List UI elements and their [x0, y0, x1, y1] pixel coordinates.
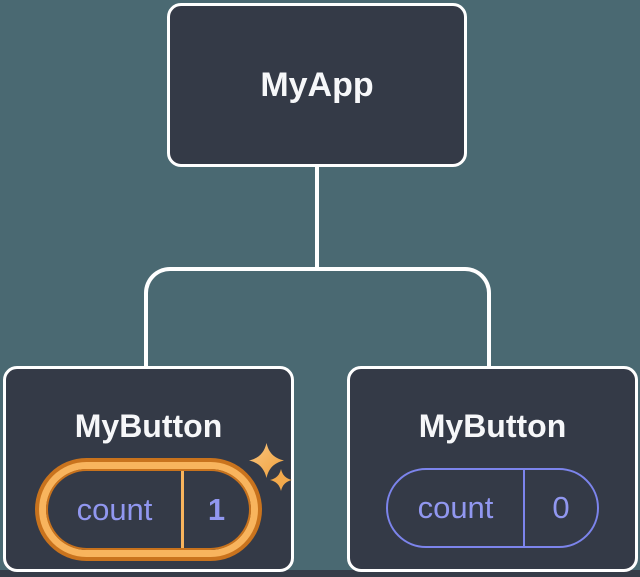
- state-value: 0: [523, 470, 597, 546]
- node-myapp-label: MyApp: [260, 65, 374, 104]
- state-value: 1: [181, 471, 249, 548]
- node-mybutton-left-label: MyButton: [74, 408, 223, 444]
- node-mybutton-right: MyButton count 0: [347, 366, 638, 572]
- state-pill: count 0: [386, 468, 599, 548]
- state-key-label: count: [417, 490, 494, 525]
- sparkle-icon: [270, 469, 292, 491]
- state-pill-highlighted: count 1: [46, 469, 251, 550]
- sparkle-icon: [249, 443, 284, 478]
- connector-branch-bracket: [144, 267, 491, 373]
- node-mybutton-right-label: MyButton: [418, 408, 567, 444]
- node-mybutton-left: MyButton count 1: [3, 366, 294, 572]
- bottom-edge-strip: [0, 570, 640, 577]
- connector-root-stem: [315, 165, 319, 271]
- state-key-label: count: [76, 491, 153, 527]
- node-myapp: MyApp: [167, 3, 467, 167]
